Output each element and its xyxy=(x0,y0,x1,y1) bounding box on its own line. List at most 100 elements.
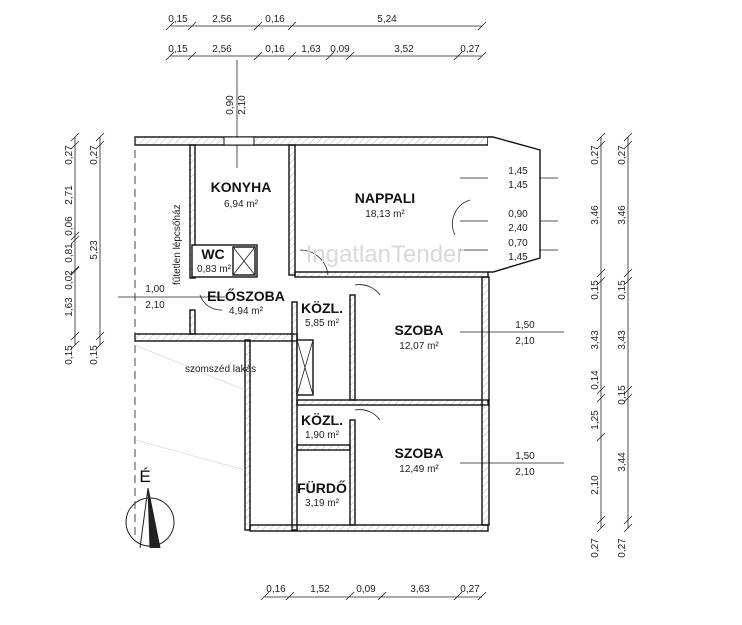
dimension-tick xyxy=(345,591,355,601)
dimension-tick xyxy=(70,140,80,150)
dimension-tick xyxy=(165,51,175,61)
dimension-label: 0,27 xyxy=(617,145,628,165)
dimension-tick xyxy=(187,51,197,61)
dimension-label: 1,45 xyxy=(508,252,528,263)
dimension-tick xyxy=(70,331,80,341)
dimension-label: 0,27 xyxy=(64,145,75,165)
dimension-tick xyxy=(287,21,297,31)
dimension-label: 2,71 xyxy=(64,185,75,205)
dimension-label: 2,56 xyxy=(212,44,232,55)
dimension-label: 0,27 xyxy=(460,44,480,55)
dimension-label: 1,63 xyxy=(64,297,75,317)
dimension-label: 0,15 xyxy=(617,385,628,405)
dimension-label: 0,15 xyxy=(617,280,628,300)
dimension-label: 1,50 xyxy=(515,320,535,331)
dimension-label: 0,15 xyxy=(168,44,188,55)
dimension-tick xyxy=(596,268,606,278)
dimension-label: 3,63 xyxy=(410,584,430,595)
dimension-tick xyxy=(345,51,355,61)
dimension-tick xyxy=(95,132,105,142)
dimension-tick xyxy=(477,51,487,61)
room-area-kozl-1: 5,85 m² xyxy=(305,318,340,329)
dimension-label: 3,44 xyxy=(617,452,628,472)
dimension-label: 0,27 xyxy=(460,584,480,595)
dimension-label: 1,45 xyxy=(508,180,528,191)
dimension-tick xyxy=(596,385,606,395)
dimension-tick xyxy=(325,51,335,61)
dimension-label: 0,27 xyxy=(617,538,628,558)
dimension-tick xyxy=(260,591,270,601)
dimension-tick xyxy=(596,140,606,150)
dimension-tick xyxy=(623,276,633,286)
dimension-label: 1,45 xyxy=(508,166,528,177)
room-name-szoba-1: SZOBA xyxy=(395,322,444,338)
dimension-label: 0,70 xyxy=(508,238,528,249)
dimension-tick xyxy=(95,340,105,350)
dimension-label: 3,43 xyxy=(590,330,601,350)
dimension-label: 0,16 xyxy=(265,44,285,55)
dimension-tick xyxy=(70,265,80,275)
dimension-tick xyxy=(165,21,175,31)
dimension-label: 0,27 xyxy=(590,538,601,558)
dimension-tick xyxy=(187,21,197,31)
room-name-kozl-2: KÖZL. xyxy=(301,412,343,428)
room-name-nappali: NAPPALI xyxy=(355,190,415,206)
dimension-label: 3,52 xyxy=(394,44,414,55)
dimension-label: 1,52 xyxy=(310,584,330,595)
dimension-lines xyxy=(74,25,629,598)
room-name-eloszoba: ELŐSZOBA xyxy=(207,287,285,304)
dimension-label: 0,15 xyxy=(590,280,601,300)
room-name-wc: WC xyxy=(201,246,224,262)
dimension-label: 1,25 xyxy=(590,410,601,430)
dimension-label: 0,02 xyxy=(64,270,75,290)
north-arrow-icon: É xyxy=(125,467,175,549)
dimension-tick xyxy=(596,132,606,142)
dimension-label: 2,40 xyxy=(508,223,528,234)
dimension-label: 0,16 xyxy=(266,584,286,595)
room-area-wc: 0,83 m² xyxy=(197,264,232,275)
dimension-tick xyxy=(623,140,633,150)
dimension-label: 0,81 xyxy=(64,243,75,263)
dimension-label: 2,10 xyxy=(515,467,535,478)
room-name-furdo: FÜRDŐ xyxy=(297,479,347,496)
dimension-tick xyxy=(95,140,105,150)
dimension-label: 1,00 xyxy=(145,284,165,295)
dimension-tick xyxy=(623,393,633,403)
dimension-label: 3,46 xyxy=(590,205,601,225)
walls xyxy=(134,136,541,540)
room-area-konyha: 6,94 m² xyxy=(224,199,259,210)
dimension-ticks xyxy=(70,21,633,601)
dimension-label: 2,10 xyxy=(237,95,248,115)
dimension-label: 0,15 xyxy=(168,14,188,25)
room-name-kozl-1: KÖZL. xyxy=(301,300,343,316)
room-area-eloszoba: 4,94 m² xyxy=(229,306,264,317)
dimension-label: 0,16 xyxy=(265,14,285,25)
dimension-tick xyxy=(623,523,633,533)
dimension-label: 5,23 xyxy=(89,240,100,260)
dimension-tick xyxy=(377,591,387,601)
dimension-tick xyxy=(623,268,633,278)
dimension-label: 1,63 xyxy=(301,44,321,55)
dimension-label: 0,27 xyxy=(89,145,100,165)
dimension-tick xyxy=(596,393,606,403)
stairwell-label: fűtetlen lépcsőház xyxy=(172,204,183,285)
dimension-tick xyxy=(95,331,105,341)
dimension-label: 0,06 xyxy=(64,216,75,236)
dimension-label: 5,24 xyxy=(377,14,397,25)
dimension-label: 0,90 xyxy=(508,209,528,220)
dimension-tick xyxy=(70,132,80,142)
dimension-tick xyxy=(253,21,263,31)
north-label: É xyxy=(139,467,150,486)
room-area-kozl-2: 1,90 m² xyxy=(305,430,340,441)
dimension-label: 3,46 xyxy=(617,205,628,225)
dimension-tick xyxy=(596,515,606,525)
dimension-label: 0,27 xyxy=(590,145,601,165)
dimension-label: 1,50 xyxy=(515,451,535,462)
dimension-tick xyxy=(70,266,80,276)
dimension-tick xyxy=(285,591,295,601)
dimension-label: 2,56 xyxy=(212,14,232,25)
dimension-label: 0,90 xyxy=(225,95,236,115)
room-area-furdo: 3,19 m² xyxy=(305,498,340,509)
